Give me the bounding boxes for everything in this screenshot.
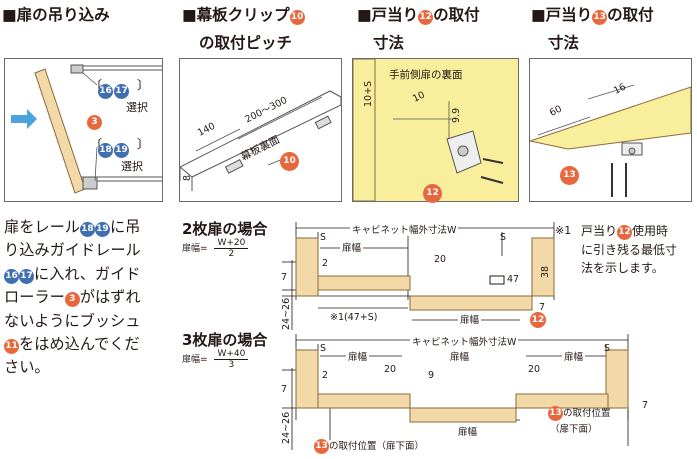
svg-text:〕: 〕 <box>137 137 149 151</box>
badge-12-note: 12 <box>617 225 633 240</box>
panel-stopper13: 60 16 13 <box>529 58 692 202</box>
three-dim-9: 9 <box>428 370 435 381</box>
badge-19-text: 19 <box>94 222 110 237</box>
badge-12-wrap: 12 <box>423 181 442 203</box>
stopper12-drawing <box>353 59 518 201</box>
two-dim-2: 2 <box>322 258 329 269</box>
svg-text:〕: 〕 <box>137 78 149 92</box>
heading-stopper13: ■戸当り13の取付 <box>531 6 654 25</box>
dim-8: 8 <box>182 174 193 181</box>
two-s-right: S <box>500 232 507 243</box>
footnote: ※1 戸当り12使用時 に引き残る最低寸 法を示します。 <box>555 224 678 275</box>
two-dim-24-26: 24~26 <box>281 297 292 330</box>
two-door-width-bottom: 扉幅 <box>458 312 482 326</box>
badge-11-text: 11 <box>4 339 19 355</box>
badge-12-panel: 12 <box>423 184 442 203</box>
heading-clip-pitch: ■幕板クリップ10 <box>182 6 305 25</box>
two-s-left: S <box>320 232 327 243</box>
badge-3-wrap: 3 <box>87 110 102 130</box>
three-s-right: S <box>604 343 611 354</box>
dim-10s: 10+S <box>363 80 374 107</box>
badge-19: 19 <box>114 143 129 158</box>
note-mark: ※1 <box>555 224 572 237</box>
two-dim-38: 38 <box>540 265 551 278</box>
select-label-2: 選択 <box>121 160 143 173</box>
three-door-formula: 扉幅= W+40 3 <box>182 349 249 370</box>
two-badge-12-wrap: 12 <box>530 308 546 328</box>
heading-stopper12-2: 寸法 <box>373 34 405 52</box>
three-dim-20b: 20 <box>528 364 541 375</box>
badge-3: 3 <box>87 115 102 130</box>
panel-stopper12: 手前側扉の裏面 10+S 10 9.9 12 <box>352 58 519 203</box>
three-pos-right: 13の取付位置 （扉下面） <box>548 406 611 435</box>
two-dim-47: 47 <box>507 274 520 285</box>
badge-17-text: 17 <box>19 268 34 284</box>
badge-13: 13 <box>592 10 608 25</box>
badge-10-panel: 10 <box>280 152 299 171</box>
badge-17: 17 <box>114 84 129 99</box>
badge-13-wrap: 13 <box>560 163 579 185</box>
heading-clip-pitch-2: の取付ピッチ <box>199 34 293 52</box>
badge-16: 16 <box>98 84 113 99</box>
two-dim-20: 20 <box>434 254 447 265</box>
label-front-door-back: 手前側扉の裏面 <box>389 69 463 81</box>
three-door-title: 3枚扉の場合 <box>182 331 268 349</box>
badge-10-wrap: 10 <box>280 149 299 171</box>
heading-door-hanging: ■扉の吊り込み <box>2 6 110 24</box>
badge-13-panel: 13 <box>560 166 579 185</box>
two-dim-7b: 7 <box>539 302 546 313</box>
three-door-width-4: 扉幅 <box>456 424 480 438</box>
two-door-width-top: 扉幅 <box>340 240 364 254</box>
three-s-left: S <box>320 343 327 354</box>
three-cabinet-width: キャビネット幅外寸法W <box>410 334 519 348</box>
heading-stopper12: ■戸当り12の取付 <box>357 6 480 25</box>
three-door-width-3: 扉幅 <box>562 349 586 363</box>
three-door-width-2: 扉幅 <box>448 349 472 363</box>
three-door-width-1: 扉幅 <box>346 349 370 363</box>
heading-stopper13-2: 寸法 <box>548 34 580 52</box>
badge-13-right: 13 <box>548 406 563 421</box>
three-dim-2: 2 <box>322 370 329 381</box>
badge-12: 12 <box>418 10 434 25</box>
three-dim-24-26: 24~26 <box>281 411 292 444</box>
badge-18: 18 <box>98 143 113 158</box>
badge-3-text: 3 <box>64 292 80 308</box>
two-door-title: 2枚扉の場合 <box>182 220 268 238</box>
door-hanging-drawing: 〔 〕 〔 〕 <box>11 64 162 194</box>
select-label-1: 選択 <box>126 101 148 114</box>
badge-13-left: 13 <box>314 439 329 454</box>
three-dim-7b: 7 <box>642 400 649 411</box>
direction-arrow-icon <box>11 109 37 129</box>
badge-12-plan: 12 <box>530 312 546 328</box>
badge-10: 10 <box>289 10 305 25</box>
three-dim-7a: 7 <box>281 384 288 395</box>
badge-18-text: 18 <box>79 222 95 237</box>
panel-clip-pitch: 140 200～300 幕板裏面 8 10 <box>179 58 342 202</box>
two-note-ref: ※1(47+S) <box>330 312 378 323</box>
badge-16-text: 16 <box>4 268 19 284</box>
three-dim-20a: 20 <box>384 364 397 375</box>
three-pos-left: 13の取付位置（扉下面） <box>314 439 425 454</box>
stopper13-drawing <box>530 84 691 197</box>
two-cabinet-width: キャビネット幅外寸法W <box>350 222 459 236</box>
two-dim-7a: 7 <box>281 272 288 283</box>
two-door-formula: 扉幅= W+20 2 <box>182 238 249 259</box>
dim-9-9: 9.9 <box>451 107 462 123</box>
clip-pitch-drawing <box>180 90 341 191</box>
